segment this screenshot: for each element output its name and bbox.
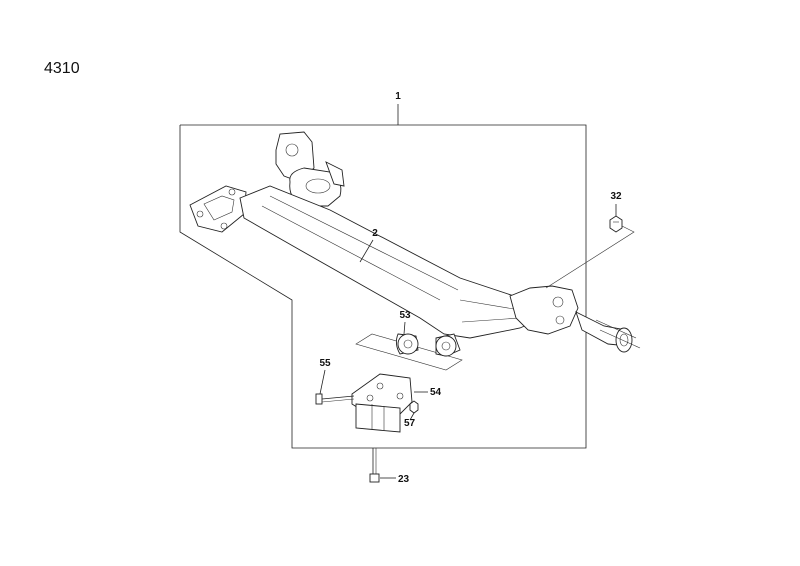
callout-57[interactable]: 57 [404, 418, 416, 429]
guide-line-32 [545, 225, 635, 289]
left-mount-bracket [189, 185, 247, 233]
callout-23[interactable]: 23 [398, 474, 410, 485]
bolt-55 [315, 393, 355, 405]
nut-57 [409, 400, 419, 414]
assembly-boundary [179, 124, 587, 449]
page-code: 4310 [44, 60, 80, 77]
leader-57 [409, 412, 415, 421]
callout-2[interactable]: 2 [372, 228, 378, 239]
mount-bracket-54 [351, 373, 413, 433]
callout-53[interactable]: 53 [399, 310, 411, 321]
leader-55 [319, 369, 326, 395]
callout-1[interactable]: 1 [395, 91, 401, 102]
callout-55[interactable]: 55 [319, 358, 331, 369]
callout-54[interactable]: 54 [430, 387, 442, 398]
bushing-53 [355, 333, 463, 371]
bolt-23 [369, 448, 380, 483]
leader-2 [359, 239, 374, 263]
axle-beam [239, 185, 557, 339]
left-spring-seat [275, 131, 345, 207]
nut-32 [609, 215, 623, 233]
right-spindle-assembly [509, 285, 641, 353]
leader-53 [403, 321, 406, 335]
callout-32[interactable]: 32 [610, 191, 622, 202]
